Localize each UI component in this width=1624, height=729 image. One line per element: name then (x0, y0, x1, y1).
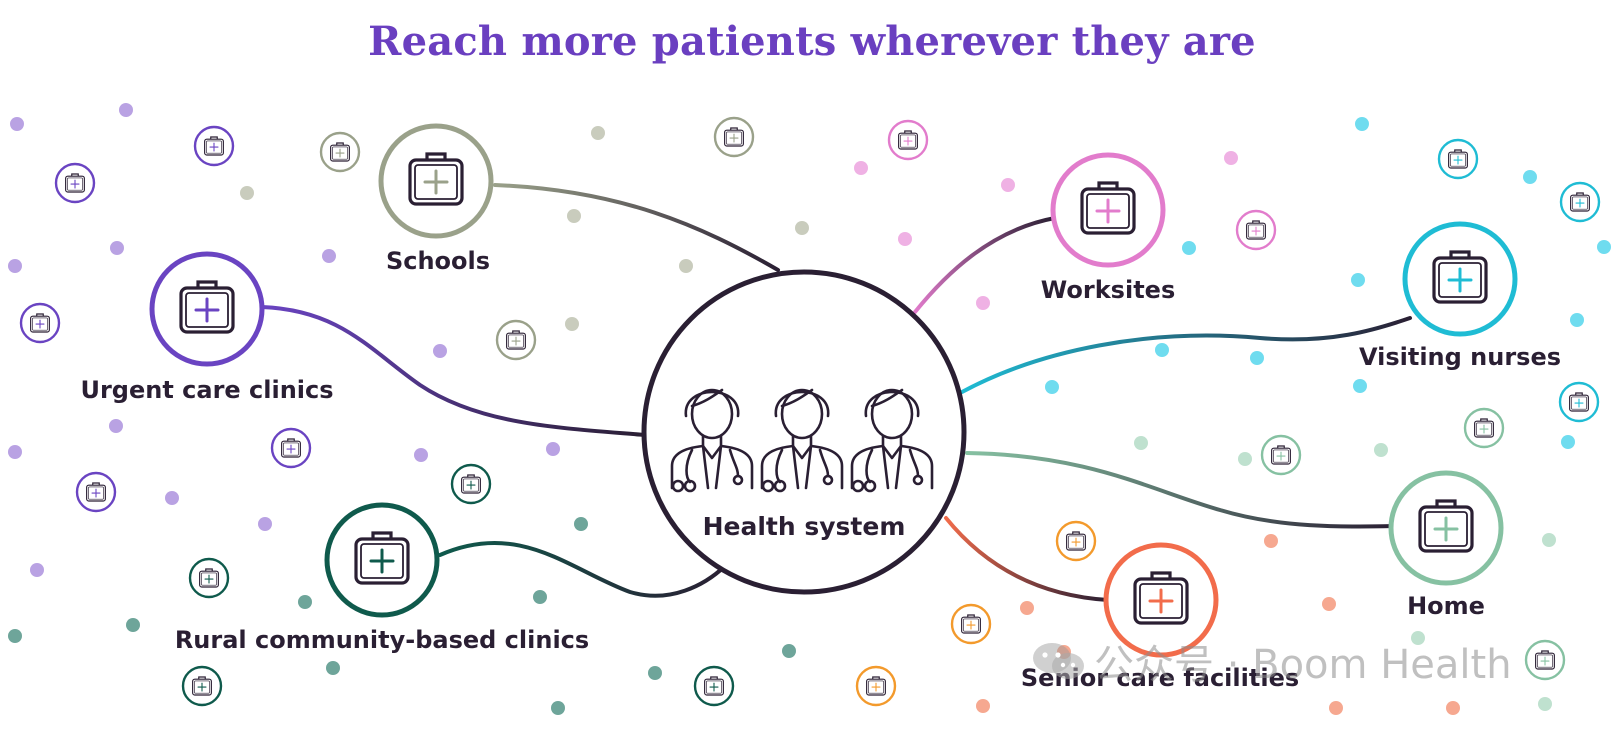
node-visiting-nurses (1402, 221, 1518, 337)
mini-kit-icon (704, 676, 724, 696)
mini-kit-icon (1271, 445, 1291, 465)
hub (641, 269, 967, 595)
connectors (260, 183, 1412, 602)
connector-schools (493, 183, 780, 272)
mini-kit-icon (724, 127, 744, 147)
mini-kit-icon (65, 173, 85, 193)
doctor-icon (850, 388, 934, 493)
medical-kit-icon (179, 280, 235, 334)
watermark: 公众号 · Boom Health (1030, 632, 1512, 690)
hub-circle (641, 269, 967, 595)
connector-worksites (913, 216, 1057, 314)
mini-kit-icon (1246, 220, 1266, 240)
mini-kit-icon (192, 676, 212, 696)
connector-rural-community-based-clinics (438, 540, 727, 598)
decor-dots (8, 103, 1611, 715)
node-label-urgent-care-clinics: Urgent care clinics (80, 376, 334, 404)
mini-kit-icon (199, 568, 219, 588)
mini-kit-icon (961, 614, 981, 634)
mini-kit-icon (281, 438, 301, 458)
mini-kit-icon (204, 136, 224, 156)
medical-kit-icon (354, 531, 410, 585)
wechat-icon (1033, 643, 1084, 679)
mini-kit-icon (1448, 149, 1468, 169)
node-label-worksites: Worksites (1040, 276, 1176, 304)
nodes (149, 123, 1518, 658)
node-label-home: Home (1407, 592, 1485, 620)
mini-kit-icon (506, 330, 526, 350)
doctor-icon (760, 388, 844, 493)
mini-kit-icon (1066, 531, 1086, 551)
mini-kit-icon (898, 130, 918, 150)
node-urgent-care-clinics (149, 251, 265, 367)
mini-kit-icon (461, 474, 481, 494)
mini-kit-icon (86, 482, 106, 502)
mini-kit-icon (866, 676, 886, 696)
node-label-visiting-nurses: Visiting nurses (1358, 343, 1562, 371)
node-label-schools: Schools (385, 247, 491, 275)
medical-kit-icon (408, 152, 464, 206)
mini-kit-icon (30, 313, 50, 333)
medical-kit-icon (1418, 499, 1474, 553)
node-schools (378, 123, 494, 239)
hub-label: Health system (702, 512, 906, 541)
decor-mini-kits (19, 116, 1601, 707)
medical-kit-icon (1080, 181, 1136, 235)
connector-visiting-nurses (960, 316, 1412, 394)
mini-kit-icon (1569, 392, 1589, 412)
page-title: Reach more patients wherever they are (368, 18, 1256, 65)
doctor-icon (670, 388, 754, 493)
mini-kit-icon (330, 142, 350, 162)
medical-kit-icon (1133, 571, 1189, 625)
connector-senior-care-facilities (944, 516, 1110, 602)
watermark-text: 公众号 · Boom Health (1094, 642, 1512, 688)
mini-kit-icon (1535, 650, 1555, 670)
connector-home (965, 451, 1397, 529)
mini-kit-icon (1474, 418, 1494, 438)
node-home (1388, 470, 1504, 586)
connector-urgent-care-clinics (260, 305, 647, 437)
mini-kit-icon (1570, 192, 1590, 212)
node-rural-community-based-clinics (324, 502, 440, 618)
node-senior-care-facilities (1103, 542, 1219, 658)
node-worksites (1050, 152, 1166, 268)
medical-kit-icon (1432, 250, 1488, 304)
node-label-rural-community-based-clinics: Rural community-based clinics (174, 626, 590, 654)
